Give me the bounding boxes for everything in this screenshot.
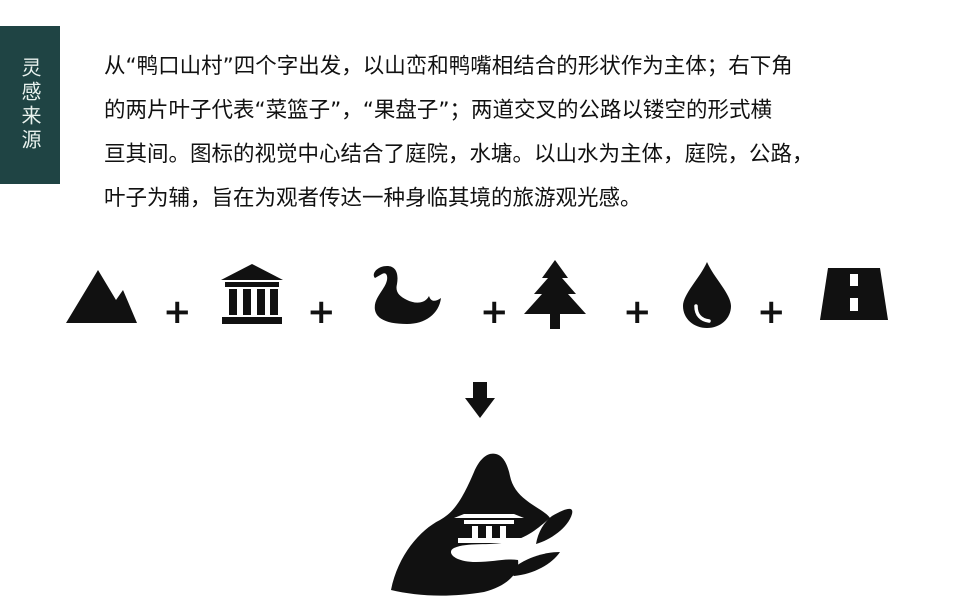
description-line: 的两片叶子代表“菜篮子”，“果盘子”；两道交叉的公路以镂空的形式横 (104, 98, 773, 123)
plus-sign: + (307, 292, 336, 332)
mountain-icon (66, 270, 137, 323)
plus-sign: + (163, 292, 192, 332)
road-icon (820, 268, 888, 320)
side-tag: 灵感来源 (0, 26, 60, 184)
plus-sign: + (480, 292, 509, 332)
plus-sign: + (623, 292, 652, 332)
logo-mountain-icon (391, 453, 573, 596)
arrow-down-icon (465, 382, 495, 418)
water-drop-icon (683, 262, 731, 328)
description-line: 亘其间。图标的视觉中心结合了庭院，水塘。以山水为主体，庭院，公路， (104, 142, 814, 167)
plus-sign: + (757, 292, 786, 332)
swan-icon (373, 266, 441, 324)
tree-icon (524, 260, 586, 329)
side-tag-label: 灵感来源 (18, 57, 42, 153)
description-line: 从“鸭口山村”四个字出发，以山峦和鸭嘴相结合的形状作为主体；右下角 (104, 54, 793, 79)
pavilion-icon (221, 264, 283, 324)
description: 从“鸭口山村”四个字出发，以山峦和鸭嘴相结合的形状作为主体；右下角 的两片叶子代… (104, 45, 914, 221)
description-line: 叶子为辅，旨在为观者传达一种身临其境的旅游观光感。 (104, 186, 642, 211)
